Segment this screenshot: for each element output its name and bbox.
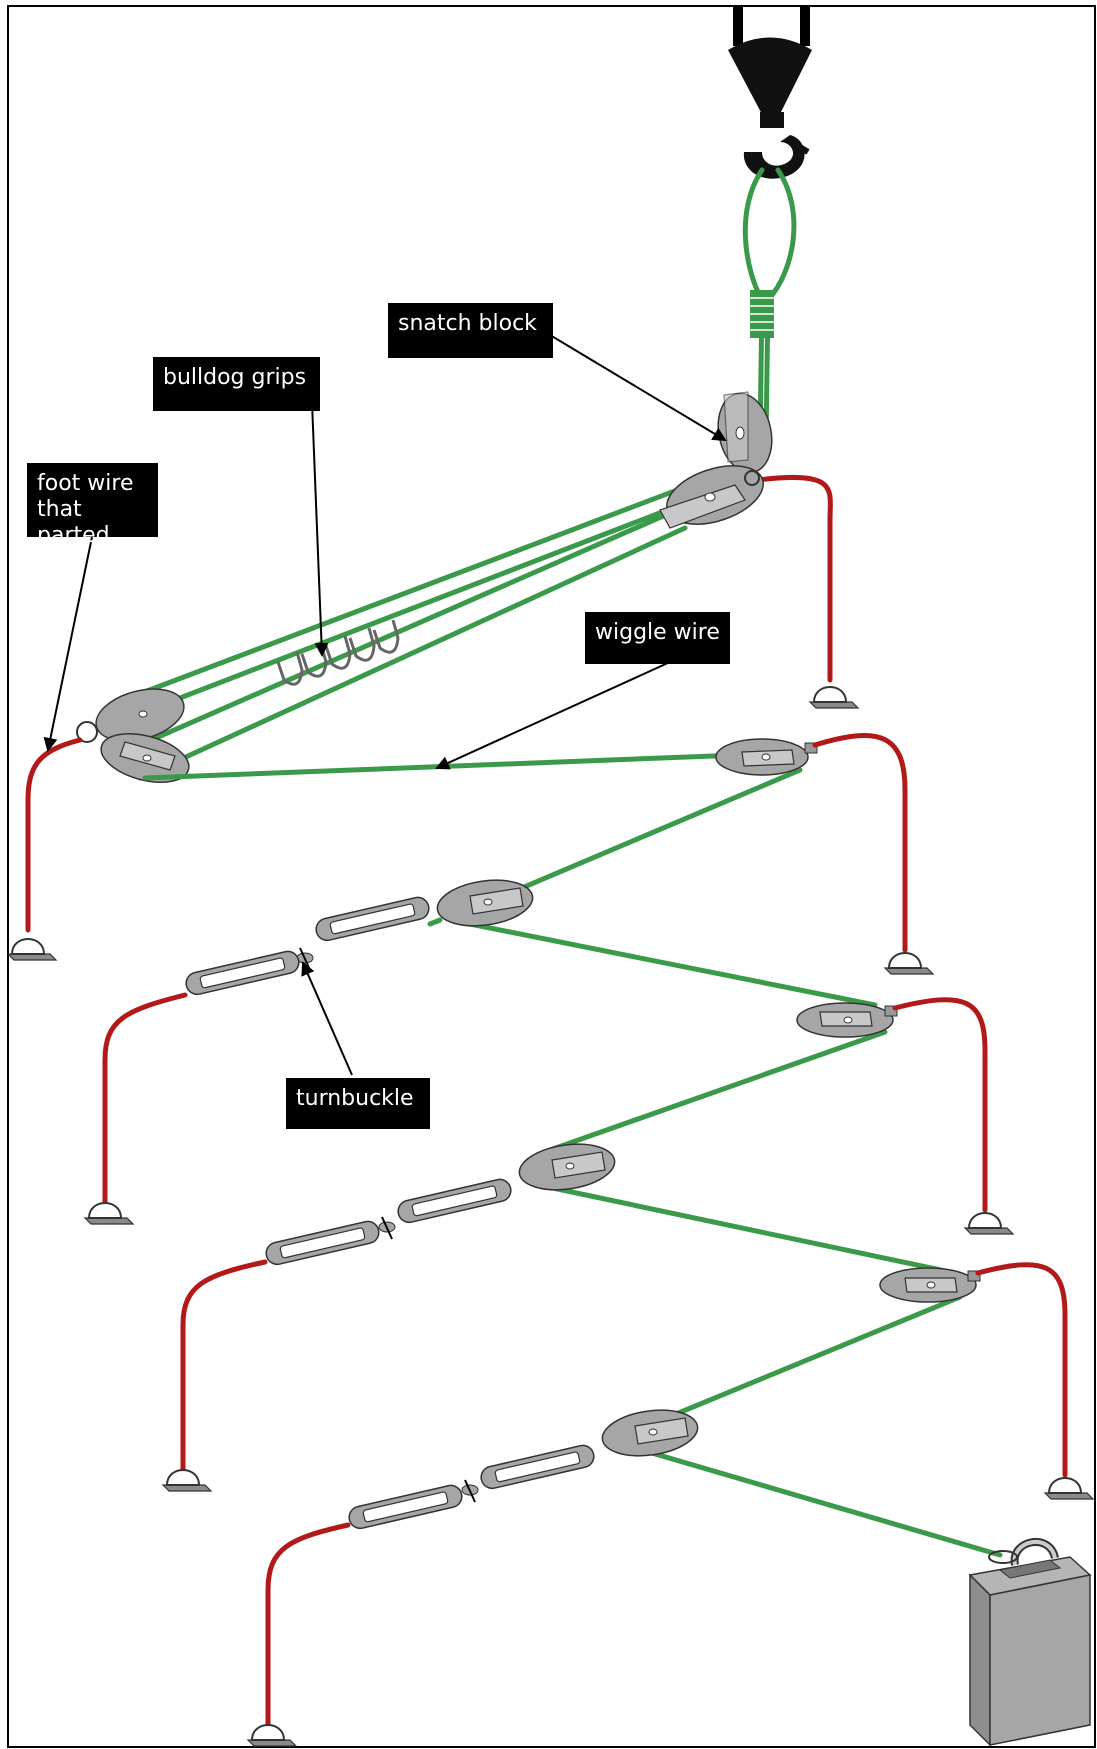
sheave-mid-2	[518, 1143, 616, 1191]
sheave-mid-1	[436, 879, 534, 927]
sheave-right-1	[715, 738, 818, 776]
long-wire-group	[107, 467, 753, 781]
frame-border	[7, 5, 1096, 1748]
sheave-left	[76, 688, 190, 783]
foot-wires-right	[812, 733, 1068, 1478]
label-wiggle-wire: wiggle wire	[585, 612, 730, 664]
foot-wire-parted	[25, 737, 83, 933]
sheave-right-3	[879, 1267, 981, 1303]
foot-wires-left	[102, 992, 351, 1738]
sheave-mid-3	[601, 1409, 699, 1457]
callout-arrows	[43, 334, 727, 1076]
load-box-icon	[968, 1538, 1092, 1747]
foot-wire-top-right	[755, 474, 833, 683]
label-turnbuckle: turnbuckle	[286, 1078, 430, 1129]
label-bulldog-grips: bulldog grips	[153, 357, 320, 411]
hook-sling	[742, 167, 797, 443]
crane-hook-icon	[728, 6, 812, 179]
deck-pad-icons	[6, 686, 1095, 1747]
snatch-block-upper	[659, 391, 773, 529]
bulldog-grips	[276, 619, 400, 686]
turnbuckle-1	[185, 896, 443, 996]
turnbuckle-2	[265, 1178, 512, 1266]
sheave-right-2	[796, 1002, 898, 1038]
label-snatch-block: snatch block	[388, 303, 553, 358]
label-foot-wire-parted: foot wire that parted	[27, 463, 158, 548]
turnbuckle-3	[348, 1444, 595, 1530]
